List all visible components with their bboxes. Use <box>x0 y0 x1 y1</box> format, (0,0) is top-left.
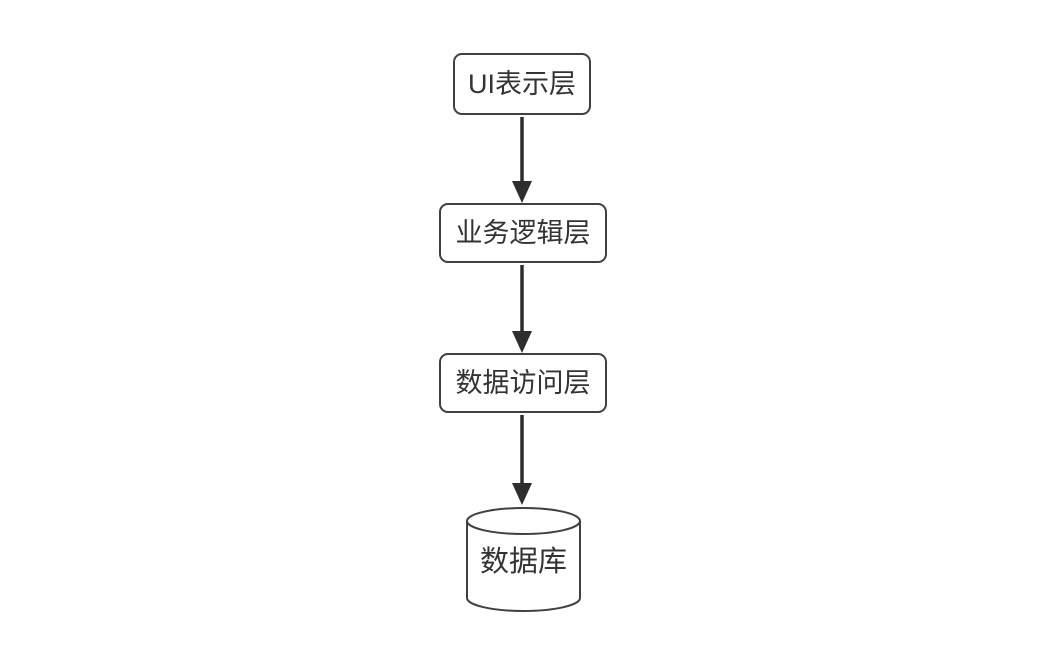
database-cylinder-shape <box>466 507 581 612</box>
node-database: 数据库 <box>467 534 580 590</box>
node-data-access-layer: 数据访问层 <box>439 353 607 413</box>
node-database-label: 数据库 <box>479 545 567 578</box>
node-ui-layer: UI表示层 <box>453 53 591 115</box>
node-business-logic-layer: 业务逻辑层 <box>439 203 607 263</box>
node-ui-layer-label: UI表示层 <box>468 68 576 99</box>
edge-data-access-to-database-arrow <box>512 415 532 505</box>
node-data-access-layer-label: 数据访问层 <box>455 367 591 398</box>
node-business-logic-layer-label: 业务逻辑层 <box>455 217 591 248</box>
edge-ui-to-business-arrow <box>512 117 532 203</box>
edge-business-to-data-access-arrow <box>512 265 532 353</box>
